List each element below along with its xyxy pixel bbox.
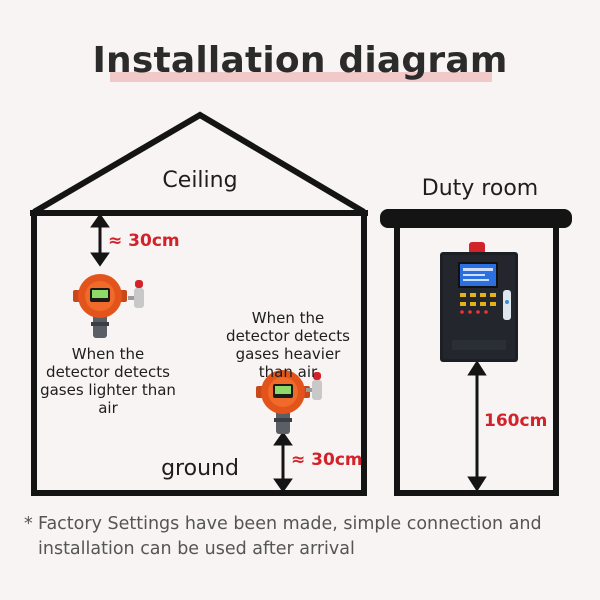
- ceiling-label: Ceiling: [162, 168, 238, 193]
- footnote-marker: *: [24, 514, 33, 534]
- footnote: * Factory Settings have been made, simpl…: [24, 512, 584, 562]
- heavier-gas-caption: When the detector detects gases heavier …: [226, 309, 350, 381]
- house-outline: [30, 111, 368, 496]
- alarm-controller: [440, 242, 518, 362]
- ceiling-distance-arrow: [90, 213, 110, 267]
- gas-detector-upper: [73, 274, 144, 338]
- controller-height-arrow: [467, 360, 487, 492]
- ground-label: ground: [161, 456, 239, 481]
- page-title: Installation diagram: [92, 40, 508, 81]
- ceiling-distance-label: ≈ 30cm: [108, 231, 180, 251]
- controller-height-label: 160cm: [484, 411, 548, 431]
- duty-room-label: Duty room: [421, 176, 539, 201]
- ground-distance-arrow: [273, 431, 293, 493]
- footnote-text: Factory Settings have been made, simple …: [38, 514, 542, 559]
- ground-distance-label: ≈ 30cm: [291, 450, 363, 470]
- lighter-gas-caption: When the detector detects gases lighter …: [40, 345, 176, 417]
- duty-room-outline: [380, 209, 572, 496]
- gas-detector-lower: [256, 370, 322, 434]
- title-highlight: [110, 72, 492, 82]
